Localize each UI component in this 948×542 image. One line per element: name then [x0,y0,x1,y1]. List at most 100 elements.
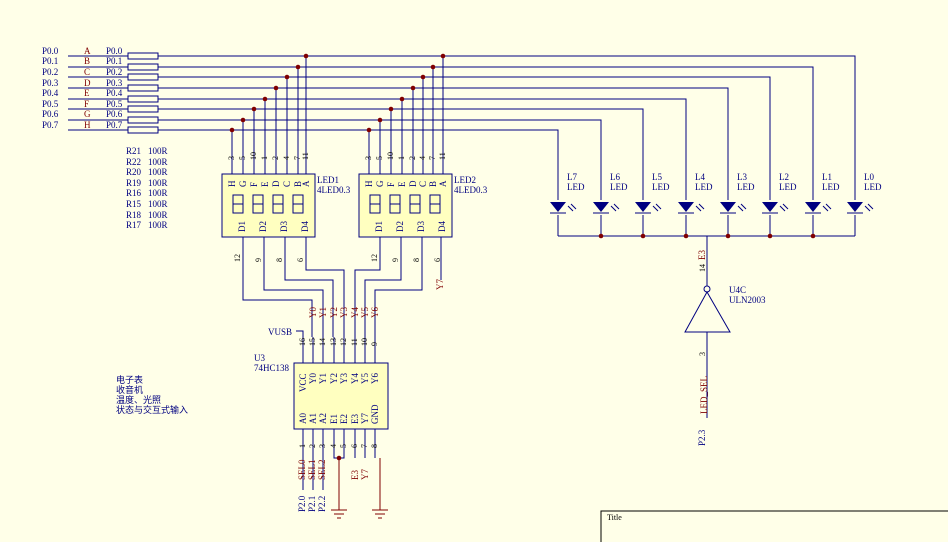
led-part: LED [695,182,713,192]
resistor-value: 100R [148,199,168,209]
segment-pin-label: A [301,180,311,187]
led-part: LED [822,182,840,192]
decoder-bottom-pins [302,429,376,459]
net-label-sel1: SEL1 [307,459,317,480]
net-label-y1: Y1 [318,307,328,318]
resistor-value: 100R [148,188,168,198]
decoder-pin-name: Y4 [350,373,360,384]
port-label: P0.2 [42,67,58,77]
port-label: P0.0 [42,46,59,56]
led-ref: L1 [822,172,832,182]
pin-number: 5 [339,444,348,448]
driver-u4c: 14 E3 U4C ULN2003 3 LED_SEL P2.3 [684,236,766,446]
resistor-value: 100R [148,157,168,167]
display1-segment-wires [231,56,307,174]
led-part: LED [567,182,585,192]
net-label-y6: Y6 [370,307,380,318]
display1-digit-wires [242,237,345,337]
digit-label: D2 [258,221,268,232]
pin-number: 2 [408,156,417,160]
digit-label: D1 [374,221,384,232]
resistor-ref: R15 [126,199,142,209]
resistor-ref: R22 [126,157,141,167]
segment-pin-label: B [428,181,438,187]
display2-part: 4LED0.3 [454,185,488,195]
segment-pin-label: G [375,180,385,187]
resistor-net-label: P0.7 [106,120,123,130]
led-part: LED [864,182,882,192]
segment-net-label: G [84,109,91,119]
resistor-ref: R21 [126,146,141,156]
segment-pin-label: H [364,180,374,187]
pin-number: 4 [329,444,338,448]
pin-number: 12 [339,338,348,346]
display1-digits [232,194,304,214]
net-label-sel2: SEL2 [317,459,327,480]
note-line: 电子表 [116,374,143,385]
port-bus: P0.0 P0.1 P0.2 P0.3 P0.4 P0.5 P0.6 P0.7 … [42,46,856,200]
pin-number: 11 [438,152,447,160]
net-label-y4: Y4 [350,307,360,318]
pin-number: 9 [254,258,263,262]
port-p2-1: P2.1 [307,496,317,512]
pin-number: 16 [298,338,307,346]
pin-number: 10 [386,152,395,160]
led-l7: L7 LED [550,172,585,214]
net-label-y7: Y7 [435,279,445,290]
port-p2-3: P2.3 [697,429,707,446]
resistor-net-label: P0.5 [106,99,123,109]
pin-number: 2 [308,444,317,448]
segment-pin-label: C [418,181,428,187]
resistor-labels: R21 100R R22 100R R20 100R R19 100R R16 … [126,146,168,230]
resistor-ref: R18 [126,210,142,220]
led-l0: L0 LED [847,172,882,214]
led-ref: L2 [779,172,789,182]
port-wires [68,55,128,131]
pin-number: 11 [350,338,359,346]
digit-label: D2 [395,221,405,232]
display1-ref: LED1 [317,175,339,185]
pin-number: 4 [418,156,427,160]
pin-number: 8 [412,258,421,262]
segment-net-label: C [84,67,90,77]
decoder-u3: VUSB U3 74HC138 16 15 14 13 12 11 10 9 Y… [254,307,389,519]
led-row: L7 LED L6 LED L5 LED L4 LED L3 LED L2 LE… [550,172,882,239]
pin-number: 12 [233,254,242,262]
pin-number: 15 [308,338,317,346]
led-l3: L3 LED [720,172,755,214]
resistor-net-label: P0.1 [106,56,122,66]
net-label-e3: E3 [350,470,360,480]
display2-body [358,173,453,238]
decoder-pin-name: E1 [329,414,339,424]
port-label: P0.1 [42,56,58,66]
decoder-pin-name: Y5 [360,373,370,384]
pin-number: 6 [296,258,305,262]
resistor-ref: R16 [126,188,142,198]
segment-net-label: E [84,88,90,98]
led-ref: L5 [652,172,662,182]
segment-pin-label: F [386,182,396,187]
decoder-pin-name: E2 [339,414,349,424]
segment-pin-label: D [408,180,418,187]
segment-pin-label: A [438,180,448,187]
pin-number: 1 [298,444,307,448]
display-led2: LED2 4LED0.3 3 5 10 1 2 4 7 11 H G F E D… [354,53,488,337]
notes: 电子表 收音机 温度、光照 状态与交互式输入 [116,374,188,415]
pin-number: 14 [698,264,707,272]
led-part: LED [610,182,628,192]
pin-number: 3 [227,156,236,160]
resistor-value: 100R [148,210,168,220]
resistor-ref: R19 [126,178,142,188]
resistor-value: 100R [148,146,168,156]
led-ref: L7 [567,172,577,182]
pin-number: 2 [271,156,280,160]
net-label-y0: Y0 [308,307,318,318]
pin-number: 5 [238,156,247,160]
segment-pin-label: D [271,180,281,187]
segment-pin-label: G [238,180,248,187]
bus-lines [158,55,856,200]
net-label-y2: Y2 [329,307,339,318]
display2-segment-wires [368,56,444,174]
pin-number: 10 [360,338,369,346]
